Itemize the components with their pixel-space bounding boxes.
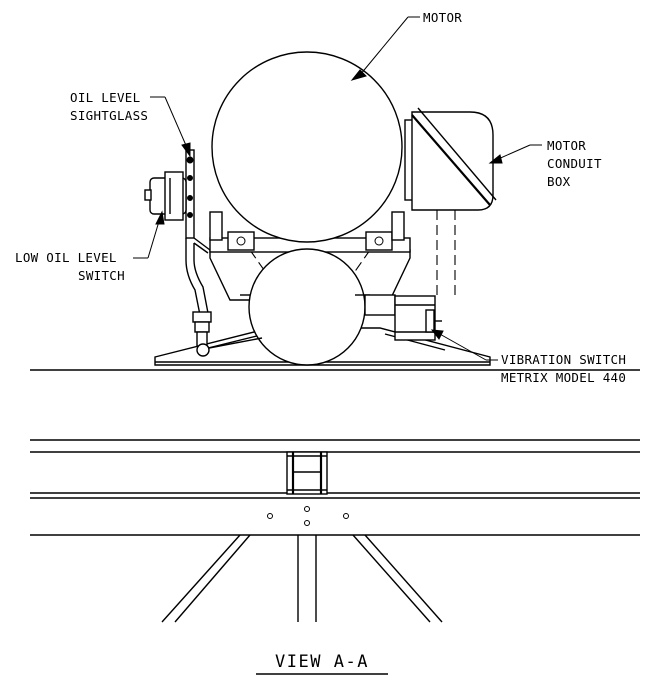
motor-conduit-box: [404, 107, 497, 300]
oil-hose: [185, 238, 263, 357]
motor-body: [209, 51, 405, 243]
label-oil-level-line1: OIL LEVEL: [70, 90, 140, 105]
oil-sightglass-leader: [150, 96, 191, 158]
label-conduit-line1: MOTOR: [547, 138, 586, 153]
label-conduit-line2: CONDUIT: [547, 156, 602, 171]
oil-level-sightglass: [185, 149, 211, 254]
vibration-switch: [425, 309, 442, 333]
low-oil-switch-leader: [133, 210, 165, 259]
view-title: VIEW A-A: [275, 652, 369, 672]
vibration-switch-leader: [430, 329, 498, 361]
label-vibration-line1: VIBRATION SWITCH: [501, 352, 626, 367]
label-motor: MOTOR: [423, 10, 462, 25]
label-low-oil-line2: SWITCH: [78, 268, 125, 283]
label-low-oil-line1: LOW OIL LEVEL: [15, 250, 117, 265]
low-oil-level-switch: [144, 171, 187, 221]
label-conduit-line3: BOX: [547, 174, 571, 189]
motor-leader: [350, 16, 420, 81]
conduit-box-leader: [488, 144, 542, 164]
label-vibration-line2: METRIX MODEL 440: [501, 370, 626, 385]
structural-beam: [30, 439, 640, 536]
label-oil-level-line2: SIGHTGLASS: [70, 108, 148, 123]
support-legs: [161, 534, 443, 623]
